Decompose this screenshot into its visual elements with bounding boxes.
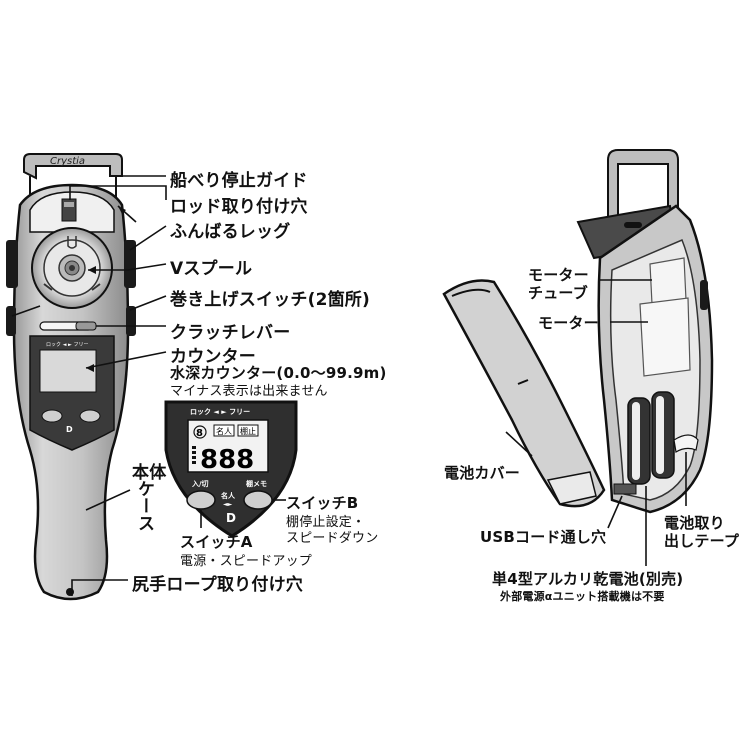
label-rod-hole: ロッド取り付け穴 — [170, 197, 308, 217]
label-motor: モーター — [538, 314, 599, 332]
memo-button-label: 棚メモ — [246, 479, 267, 488]
svg-text:D: D — [66, 425, 73, 434]
daiwa-logo-icon: D — [226, 511, 236, 525]
label-switch-a-desc: 電源・スピードアップ — [180, 554, 313, 569]
label-battery-cover: 電池カバー — [444, 464, 521, 482]
label-motor-tube-2: チューブ — [528, 284, 588, 302]
svg-text:◄►: ◄► — [223, 501, 233, 508]
label-switch-a: スイッチA — [180, 533, 253, 551]
label-body-case-2: ケース — [134, 480, 154, 532]
switch-a-button — [186, 490, 216, 510]
label-motor-tube-1: モーター — [528, 266, 589, 284]
label-battery-tape-2: 出しテープ — [664, 532, 740, 550]
label-usb-hole: USBコード通し穴 — [480, 528, 607, 546]
label-depth-counter: 水深カウンター(0.0〜99.9m) — [170, 364, 387, 382]
label-counter: カウンター — [170, 347, 256, 367]
label-body-case-1: 本体 — [132, 463, 167, 483]
label-rail-guide: 船べり停止ガイド — [170, 171, 308, 191]
meijin-small-label: 名人 — [221, 491, 236, 500]
lcd-meijin: 名人 — [216, 426, 232, 436]
label-battery: 単4型アルカリ乾電池(別売) — [492, 570, 684, 588]
label-rope-hole: 尻手ロープ取り付け穴 — [132, 575, 303, 595]
reel-front-view: Crystia ロック ◄ ► フリー D — [6, 153, 136, 601]
battery-tape — [673, 434, 699, 453]
label-switch-b-desc1: 棚停止設定・ — [286, 515, 366, 530]
label-switch-b: スイッチB — [286, 494, 359, 512]
label-battery-note: 外部電源αユニット搭載機は不要 — [500, 590, 665, 603]
power-button-label: 入/切 — [191, 479, 209, 488]
svg-text:ロック ◄ ► フリー: ロック ◄ ► フリー — [46, 342, 88, 348]
reel-open-view — [442, 149, 714, 514]
switch-b-button — [243, 490, 273, 510]
label-battery-tape-1: 電池取り — [664, 514, 725, 532]
lcd-digit-small: 8 — [196, 428, 203, 439]
leader-lines — [11, 175, 687, 596]
brand-logo-text: Crystia — [50, 156, 85, 167]
label-clutch-lever: クラッチレバー — [170, 323, 291, 343]
lcd-depth-value: 888 — [200, 445, 254, 475]
label-spool: Vスプール — [170, 259, 253, 279]
lcd-tanadome: 棚止 — [240, 426, 256, 436]
label-winding-switch: 巻き上げスイッチ(2箇所) — [170, 290, 370, 310]
label-switch-b-desc2: スピードダウン — [286, 531, 379, 546]
arrowheads — [86, 206, 126, 372]
battery-cover — [442, 279, 606, 508]
counter-zoom: ロック ◄ ► フリー 8 名人 棚止 888 入/切 棚メモ 名人 ◄► D — [164, 400, 298, 538]
lock-free-label: ロック ◄ ► フリー — [190, 407, 250, 416]
label-leg: ふんばるレッグ — [170, 222, 291, 242]
motor-tube — [649, 257, 687, 305]
label-no-minus: マイナス表示は出来ません — [170, 384, 328, 399]
motor — [639, 297, 691, 377]
